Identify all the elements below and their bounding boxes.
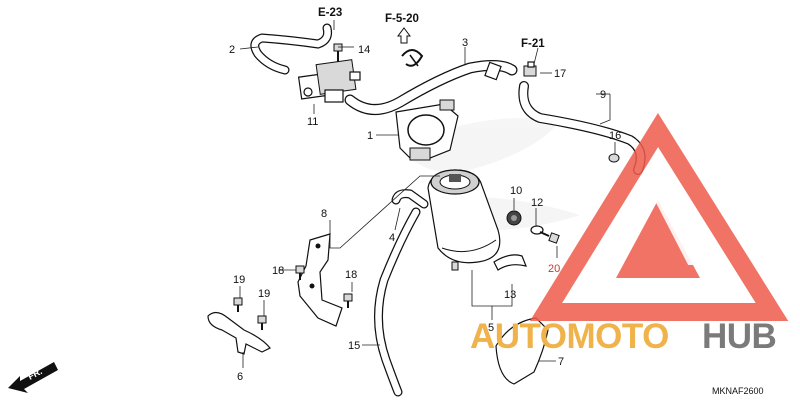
watermark-text-part1: AUTOMOTO bbox=[470, 317, 669, 356]
callout-17: 17 bbox=[554, 68, 566, 80]
bolt-14 bbox=[333, 43, 343, 62]
hose-15 bbox=[374, 207, 421, 397]
front-direction-arrow: FR. bbox=[8, 362, 58, 393]
reference-f-5-20: F-5-20 bbox=[385, 13, 419, 25]
diagram-part-code: MKNAF2600 bbox=[712, 386, 764, 396]
callout-18b: 18 bbox=[345, 269, 357, 281]
solenoid-valve-11 bbox=[297, 59, 361, 103]
bracket-1 bbox=[395, 99, 459, 161]
hose-2 bbox=[250, 23, 333, 75]
callout-11: 11 bbox=[307, 116, 318, 128]
automotohub-watermark: AUTOMOTO HUB bbox=[470, 112, 789, 356]
callout-1: 1 bbox=[367, 130, 373, 142]
bolt-19-left bbox=[233, 297, 243, 312]
bolt-18-left bbox=[295, 265, 305, 280]
bolt-19-right bbox=[257, 315, 267, 330]
callout-18a: 18 bbox=[272, 265, 284, 277]
callout-9: 9 bbox=[600, 89, 606, 101]
callout-20: 20 bbox=[548, 263, 560, 275]
callout-8: 8 bbox=[321, 208, 327, 220]
callout-2: 2 bbox=[229, 44, 235, 56]
callout-6: 6 bbox=[237, 371, 243, 383]
callout-7: 7 bbox=[558, 356, 564, 368]
reference-e-23: E-23 bbox=[318, 7, 342, 19]
cover-7 bbox=[495, 317, 549, 385]
reference-f-21: F-21 bbox=[521, 38, 545, 50]
f-5-20-clip-icon bbox=[397, 27, 424, 67]
grommet-10 bbox=[506, 210, 522, 226]
leader-lines bbox=[239, 20, 616, 368]
callout-4: 4 bbox=[389, 232, 395, 244]
callout-13: 13 bbox=[504, 289, 516, 301]
air-valve-assembly-5 bbox=[427, 169, 501, 271]
clamp-16 bbox=[608, 153, 620, 163]
bolt-18-right bbox=[343, 293, 353, 308]
callout-16: 16 bbox=[609, 130, 621, 142]
callout-10: 10 bbox=[510, 185, 522, 197]
callout-3: 3 bbox=[462, 37, 468, 49]
bracket-6 bbox=[207, 311, 271, 355]
hose-3 bbox=[344, 59, 518, 115]
callout-14: 14 bbox=[358, 44, 370, 56]
seal-13 bbox=[493, 254, 527, 271]
callout-5: 5 bbox=[488, 322, 494, 334]
watermark-text-part2: HUB bbox=[702, 317, 776, 356]
clip-17 bbox=[523, 61, 537, 77]
tube-4 bbox=[391, 189, 429, 209]
callout-12: 12 bbox=[531, 197, 543, 209]
bolt-20 bbox=[539, 231, 560, 244]
callout-19b: 19 bbox=[258, 288, 270, 300]
callout-15: 15 bbox=[348, 340, 360, 352]
callout-19a: 19 bbox=[233, 274, 245, 286]
